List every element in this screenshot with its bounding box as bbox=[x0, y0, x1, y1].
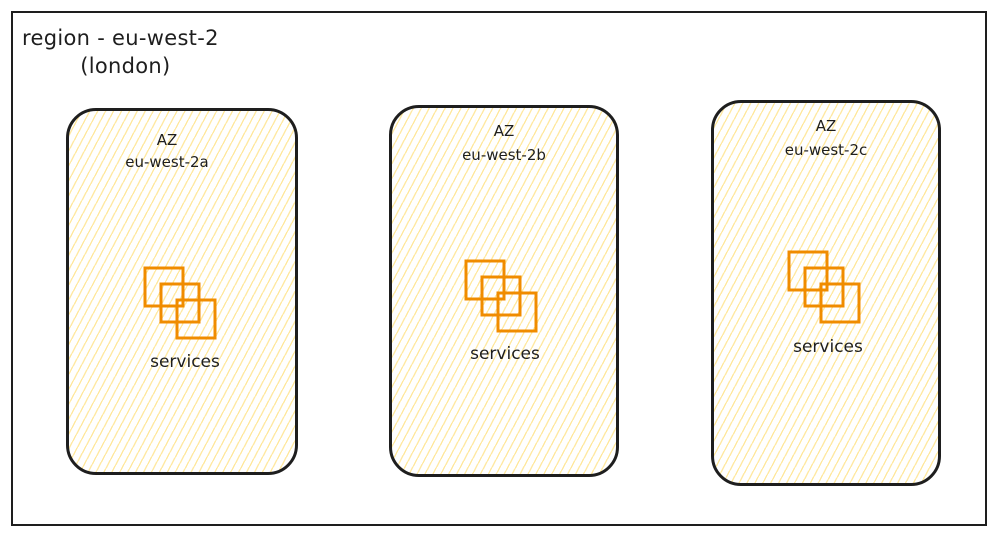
services-label: services bbox=[150, 352, 220, 372]
stacked-squares-icon bbox=[787, 250, 861, 324]
az-title: AZ bbox=[156, 131, 178, 149]
region-title-line2: (london) bbox=[80, 54, 171, 78]
az-name: eu-west-2a bbox=[125, 153, 209, 171]
az-title: AZ bbox=[815, 117, 837, 135]
region-title: region - eu-west-2 (london) bbox=[22, 24, 219, 80]
availability-zone-c: AZ eu-west-2c bbox=[711, 100, 941, 486]
stacked-squares-icon bbox=[464, 259, 538, 333]
availability-zone-a: AZ eu-west-2a bbox=[66, 108, 298, 475]
region-title-line1: region - eu-west-2 bbox=[22, 26, 219, 50]
az-name: eu-west-2b bbox=[462, 146, 546, 164]
az-name: eu-west-2c bbox=[784, 141, 868, 159]
services-label: services bbox=[470, 344, 540, 364]
services-label: services bbox=[793, 337, 863, 357]
stacked-squares-icon bbox=[143, 266, 217, 340]
region-container bbox=[11, 11, 987, 526]
az-title: AZ bbox=[493, 122, 515, 140]
